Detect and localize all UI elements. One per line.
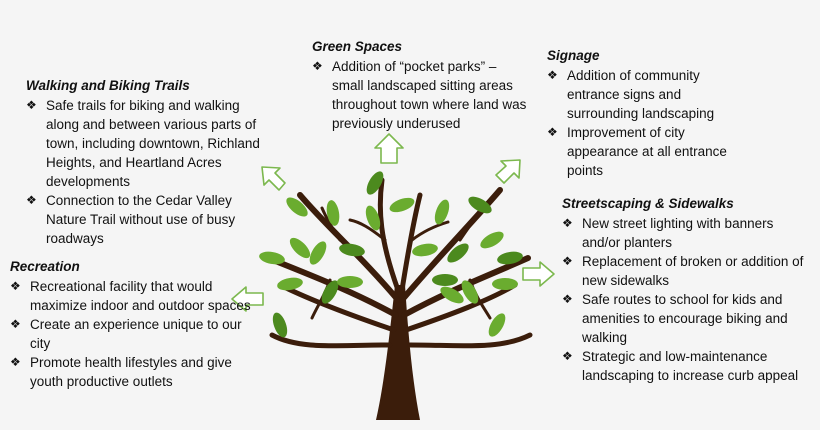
list-item: ❖Addition of community entrance signs an… — [547, 68, 715, 121]
section-streetscaping: Streetscaping & Sidewalks ❖New street li… — [562, 194, 814, 385]
leaf-shape — [492, 278, 518, 290]
bullet-list: ❖Recreational facility that would maximi… — [10, 277, 262, 391]
list-item: ❖Create an experience unique to our city — [10, 317, 242, 351]
list-item: ❖Safe routes to school for kids and amen… — [562, 292, 788, 345]
leaf-shape — [309, 241, 327, 265]
leaf-shape — [461, 280, 479, 304]
leaf-shape — [480, 231, 504, 249]
leaf-shape — [366, 171, 384, 195]
section-title: Streetscaping & Sidewalks — [562, 196, 734, 211]
list-item: ❖Connection to the Cedar Valley Nature T… — [26, 193, 236, 246]
list-item: ❖New street lighting with banners and/or… — [562, 216, 774, 250]
section-title: Recreation — [10, 259, 80, 274]
leaf-shape — [365, 205, 381, 231]
leaf-shape — [434, 199, 450, 225]
list-item: ❖Replacement of broken or addition of ne… — [562, 254, 804, 288]
leaf-shape — [389, 197, 415, 213]
leaf-shape — [497, 251, 523, 265]
leaf-shape — [432, 274, 458, 286]
diamond-bullet-icon: ❖ — [562, 216, 573, 230]
diamond-bullet-icon: ❖ — [312, 59, 323, 73]
diamond-bullet-icon: ❖ — [10, 279, 21, 293]
list-item: ❖Promote health lifestyles and give yout… — [10, 355, 232, 389]
leaf-shape — [488, 313, 506, 337]
leaf-shape — [272, 312, 288, 338]
section-recreation: Recreation ❖Recreational facility that w… — [10, 257, 262, 391]
arrow-up-right-icon — [495, 159, 521, 184]
leaf-shape — [326, 200, 340, 226]
arrow-right-icon — [522, 261, 555, 287]
tree-leaves — [259, 171, 523, 338]
bullet-list: ❖Addition of “pocket parks” – small land… — [312, 57, 527, 133]
arrow-up-icon — [374, 133, 404, 164]
leaf-shape — [321, 280, 339, 304]
section-walking-biking: Walking and Biking Trails ❖Safe trails f… — [26, 76, 266, 248]
diamond-bullet-icon: ❖ — [26, 98, 37, 112]
diamond-bullet-icon: ❖ — [10, 355, 21, 369]
diamond-bullet-icon: ❖ — [562, 349, 573, 363]
diamond-bullet-icon: ❖ — [562, 292, 573, 306]
bullet-list: ❖Safe trails for biking and walking alon… — [26, 96, 266, 248]
list-item: ❖Safe trails for biking and walking alon… — [26, 98, 260, 189]
leaf-shape — [412, 243, 438, 257]
bullet-list: ❖New street lighting with banners and/or… — [562, 214, 814, 385]
section-green-spaces: Green Spaces ❖Addition of “pocket parks”… — [312, 37, 527, 133]
leaf-shape — [468, 196, 492, 214]
diamond-bullet-icon: ❖ — [26, 193, 37, 207]
diamond-bullet-icon: ❖ — [547, 68, 558, 82]
leaf-shape — [339, 243, 365, 257]
arrow-left-icon — [231, 286, 264, 312]
section-title: Walking and Biking Trails — [26, 78, 190, 93]
leaf-shape — [440, 286, 464, 304]
leaf-shape — [259, 251, 285, 265]
section-title: Green Spaces — [312, 39, 403, 54]
leaf-shape — [289, 237, 311, 259]
section-title: Signage — [547, 48, 600, 63]
leaf-shape — [447, 243, 469, 263]
leaf-shape — [286, 197, 308, 217]
diamond-bullet-icon: ❖ — [547, 125, 558, 139]
list-item: ❖Recreational facility that would maximi… — [10, 279, 251, 313]
diamond-bullet-icon: ❖ — [562, 254, 573, 268]
bullet-list: ❖Addition of community entrance signs an… — [547, 66, 747, 180]
list-item: ❖Strategic and low-maintenance landscapi… — [562, 349, 799, 383]
arrow-up-left-icon — [261, 166, 286, 191]
diamond-bullet-icon: ❖ — [10, 317, 21, 331]
list-item: ❖Addition of “pocket parks” – small land… — [312, 59, 527, 131]
tree-trunk — [265, 177, 533, 420]
leaf-shape — [277, 277, 303, 291]
list-item: ❖Improvement of city appearance at all e… — [547, 125, 727, 178]
section-signage: Signage ❖Addition of community entrance … — [547, 46, 747, 180]
leaf-shape — [337, 276, 363, 288]
